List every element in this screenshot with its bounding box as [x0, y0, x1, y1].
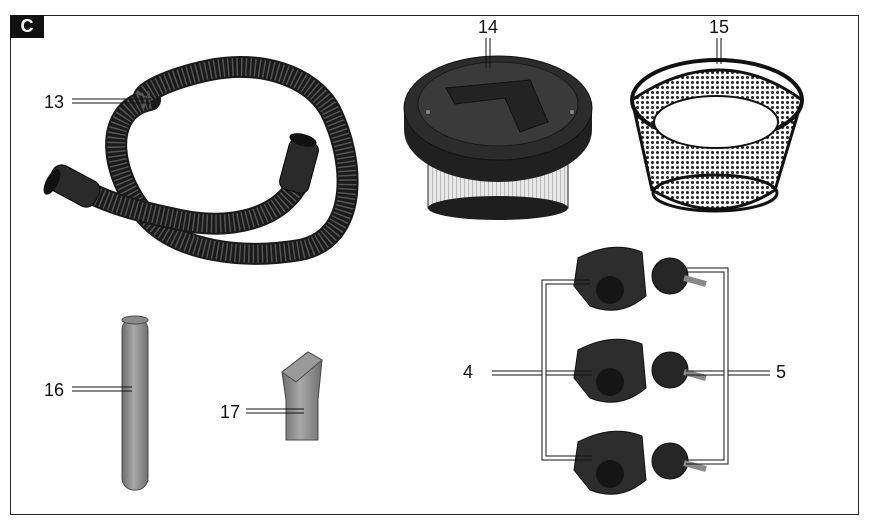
extension-tube-illustration — [121, 315, 149, 491]
callout-5: 5 — [776, 362, 786, 382]
leader-lines — [72, 38, 770, 465]
callout-16: 16 — [44, 380, 64, 400]
castor-set-illustration — [573, 246, 707, 495]
filter-illustration — [403, 55, 593, 220]
castor-wheel-3 — [651, 442, 707, 480]
castor-housing-3 — [573, 430, 647, 495]
castor-housing-1 — [573, 246, 647, 311]
figure-frame — [10, 15, 859, 515]
callout-4: 4 — [463, 362, 473, 382]
callout-14: 14 — [478, 17, 498, 37]
hose-illustration — [43, 56, 359, 265]
castor-housing-2 — [573, 338, 647, 403]
section-label: C — [10, 15, 44, 38]
castor-wheel-1 — [651, 257, 707, 295]
mesh-basket-illustration — [630, 58, 804, 213]
callout-17: 17 — [220, 402, 240, 422]
crevice-nozzle-illustration — [281, 351, 323, 441]
callout-15: 15 — [709, 17, 729, 37]
castor-wheel-2 — [651, 351, 707, 389]
callout-13: 13 — [44, 92, 64, 112]
